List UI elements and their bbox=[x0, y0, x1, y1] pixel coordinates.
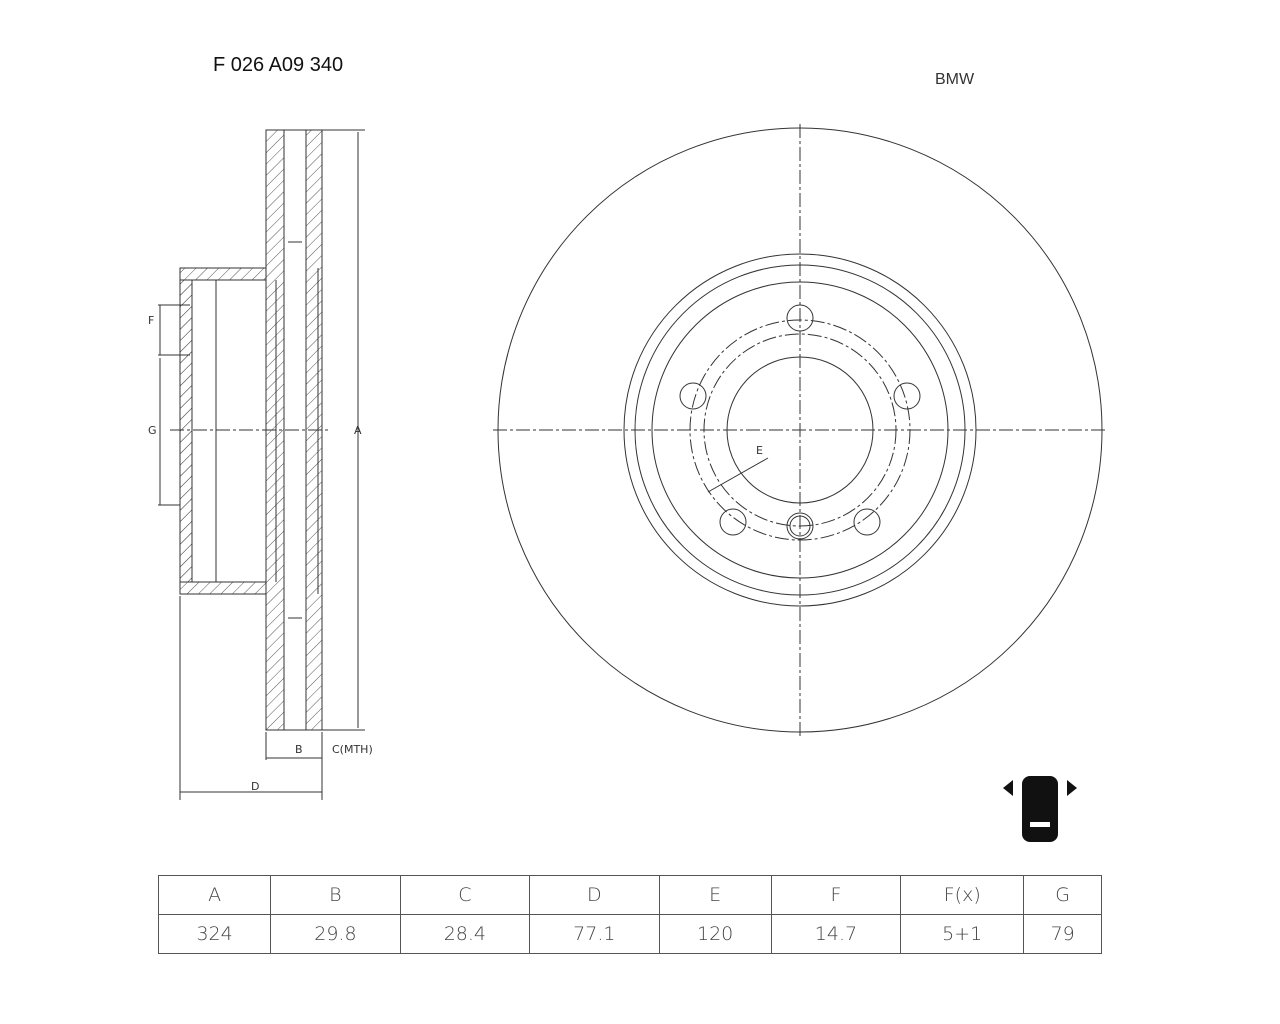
header-d: D bbox=[529, 875, 660, 915]
dim-label-f: F bbox=[148, 314, 154, 327]
header-c: C bbox=[399, 875, 531, 915]
front-view bbox=[493, 124, 1107, 736]
dim-label-d: D bbox=[251, 780, 259, 793]
dim-label-e: E bbox=[756, 444, 763, 457]
car-axle-front-icon bbox=[1003, 776, 1077, 842]
table-header-row: A B C D E F F(x) G bbox=[157, 875, 1102, 915]
dim-label-g: G bbox=[148, 424, 157, 437]
dimensions-table: A B C D E F F(x) G 324 29.8 28.4 77.1 12… bbox=[157, 875, 1102, 954]
dim-label-b: B bbox=[295, 743, 303, 756]
value-fx: 5+1 bbox=[900, 914, 1025, 954]
header-g: G bbox=[1023, 875, 1102, 915]
header-b: B bbox=[270, 875, 401, 915]
value-d: 77.1 bbox=[529, 914, 660, 954]
value-b: 29.8 bbox=[270, 914, 401, 954]
brand-label: BMW bbox=[935, 71, 975, 88]
value-e: 120 bbox=[658, 914, 772, 954]
dim-label-c: C(MTH) bbox=[332, 743, 373, 756]
side-section-view bbox=[158, 129, 365, 800]
header-e: E bbox=[658, 875, 772, 915]
dim-label-a: A bbox=[354, 424, 362, 437]
header-a: A bbox=[157, 875, 272, 915]
header-fx: F(x) bbox=[900, 875, 1025, 915]
header-f: F bbox=[770, 875, 902, 915]
value-g: 79 bbox=[1023, 914, 1102, 954]
table-value-row: 324 29.8 28.4 77.1 120 14.7 5+1 79 bbox=[157, 914, 1102, 954]
value-c: 28.4 bbox=[399, 914, 531, 954]
value-a: 324 bbox=[157, 914, 272, 954]
value-f: 14.7 bbox=[770, 914, 902, 954]
part-number: F 026 A09 340 bbox=[213, 54, 344, 76]
